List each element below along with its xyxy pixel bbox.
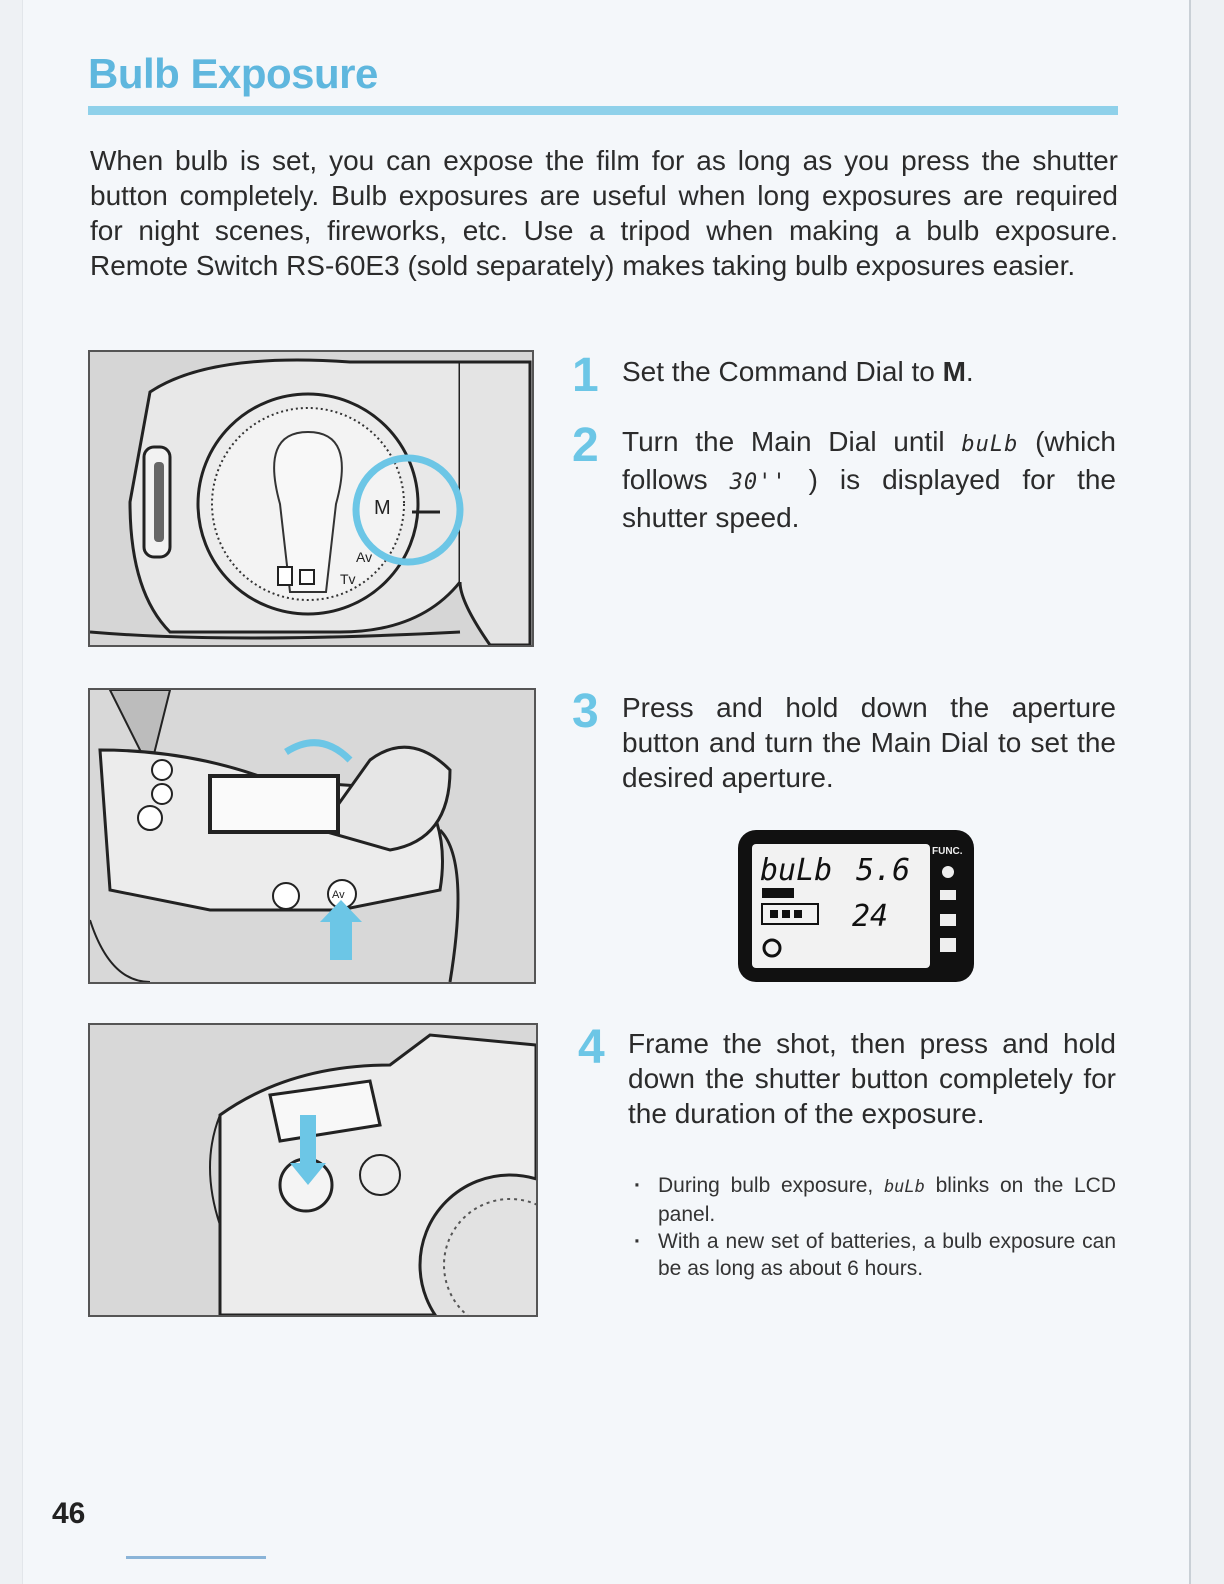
av-button-label: Av (332, 889, 345, 901)
lcd-func-label: FUNC. (932, 846, 963, 857)
lcd-frame-counter: 24 (852, 899, 888, 934)
aperture-button-figure: Av (88, 688, 536, 984)
title-rule (88, 106, 1118, 115)
lcd-panel-illustration: buLb 5.6 24 FUNC. (738, 830, 974, 982)
step-4-text: Frame the shot, then press and hold down… (628, 1028, 1116, 1129)
note-item: With a new set of batteries, a bulb expo… (632, 1228, 1116, 1282)
step-1-text: Set the Command Dial to M. (622, 356, 974, 387)
step-3-number: 3 (572, 685, 599, 738)
page-title: Bulb Exposure (88, 50, 378, 97)
lcd-aperture-readout: 5.6 (856, 853, 910, 888)
command-dial-figure: M Av Tv (88, 350, 534, 647)
step-3-text: Press and hold down the aperture button … (622, 692, 1116, 793)
step-2-text: Turn the Main Dial until buLb (which fol… (622, 426, 1117, 533)
lcd-shutter-readout: buLb (760, 853, 832, 888)
page-number: 46 (52, 1497, 86, 1530)
dial-mode-m: M (374, 497, 391, 519)
step-1-number: 1 (572, 349, 599, 402)
dial-mode-av: Av (356, 549, 372, 565)
dial-mode-tv: Tv (340, 571, 356, 587)
footer-mark (126, 1556, 266, 1559)
step-4-number: 4 (578, 1021, 605, 1074)
intro-paragraph: When bulb is set, you can expose the fil… (90, 145, 1118, 281)
note-item: During bulb exposure, buLb blinks on the… (632, 1172, 1116, 1228)
step-2-number: 2 (572, 419, 599, 472)
notes-list: During bulb exposure, buLb blinks on the… (632, 1172, 1116, 1282)
shutter-button-figure (88, 1023, 538, 1317)
